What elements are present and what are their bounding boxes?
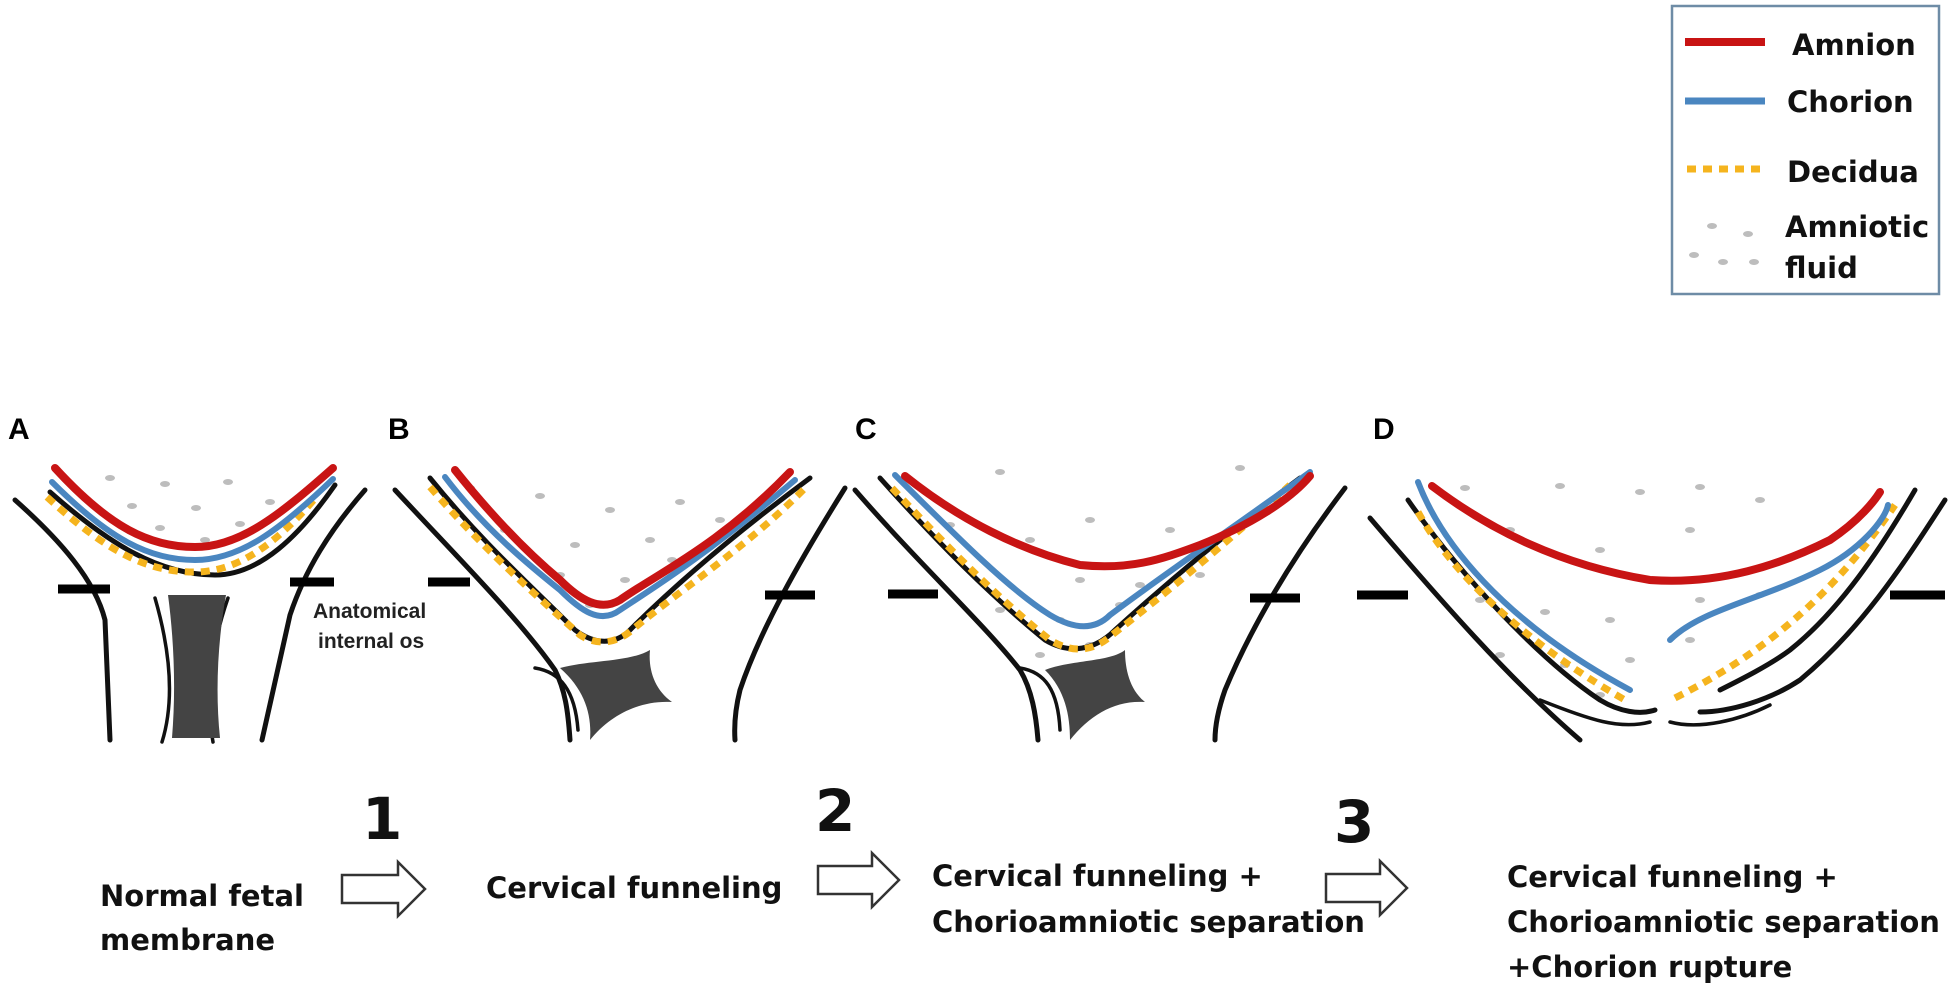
amniotic-fluid-b xyxy=(465,485,725,608)
panel-letter-b: B xyxy=(388,413,410,446)
legend-fluid-swatch xyxy=(1689,223,1759,265)
legend-chorion-label: Chorion xyxy=(1787,85,1914,119)
panel-letter-d: D xyxy=(1373,413,1395,446)
panel-b: B xyxy=(388,413,848,743)
caption-d: Cervical funneling + Chorioamniotic sepa… xyxy=(1507,860,1940,984)
panel-letter-c: C xyxy=(855,413,877,446)
panel-d: D xyxy=(1357,413,1948,743)
legend-fluid-label-2: fluid xyxy=(1785,251,1858,285)
svg-text:Cervical funneling +: Cervical funneling + xyxy=(1507,860,1838,894)
panel-c: C xyxy=(852,413,1348,743)
step-1: 1 xyxy=(340,785,427,920)
os-label: Anatomical xyxy=(313,600,426,623)
os-label-2: internal os xyxy=(318,630,424,653)
step-number-2: 2 xyxy=(815,777,855,845)
step-number-1: 1 xyxy=(362,785,402,853)
legend-decidua-label: Decidua xyxy=(1787,155,1919,189)
legend-fluid-label: Amniotic xyxy=(1785,210,1929,244)
amniotic-fluid-a xyxy=(105,475,275,543)
arrow-1 xyxy=(340,858,427,920)
caption-c: Cervical funneling + Chorioamniotic sepa… xyxy=(932,859,1365,939)
svg-text:Chorioamniotic separation: Chorioamniotic separation xyxy=(932,905,1365,939)
step-2: 2 xyxy=(815,777,901,911)
arrow-3 xyxy=(1324,857,1409,919)
svg-text:Cervical funneling +: Cervical funneling + xyxy=(932,859,1263,893)
svg-text:membrane: membrane xyxy=(100,923,275,957)
legend: Amnion Chorion Decidua Amniotic fluid xyxy=(1670,4,1941,296)
legend-amnion-label: Amnion xyxy=(1792,28,1916,62)
svg-text:+Chorion rupture: +Chorion rupture xyxy=(1507,950,1792,984)
panel-letter-a: A xyxy=(8,413,30,446)
amniotic-fluid-d xyxy=(1460,483,1765,698)
caption-b: Cervical funneling xyxy=(486,871,782,905)
svg-text:Normal fetal: Normal fetal xyxy=(100,879,304,913)
step-3: 3 xyxy=(1324,788,1409,919)
step-number-3: 3 xyxy=(1334,788,1374,856)
svg-text:Cervical funneling: Cervical funneling xyxy=(486,871,782,905)
svg-text:Chorioamniotic separation: Chorioamniotic separation xyxy=(1507,905,1940,939)
arrow-2 xyxy=(816,849,901,911)
legend-box xyxy=(1670,4,1941,296)
panel-a: A Anatomical internal os xyxy=(8,413,426,744)
caption-a: Normal fetal membrane xyxy=(100,879,304,957)
